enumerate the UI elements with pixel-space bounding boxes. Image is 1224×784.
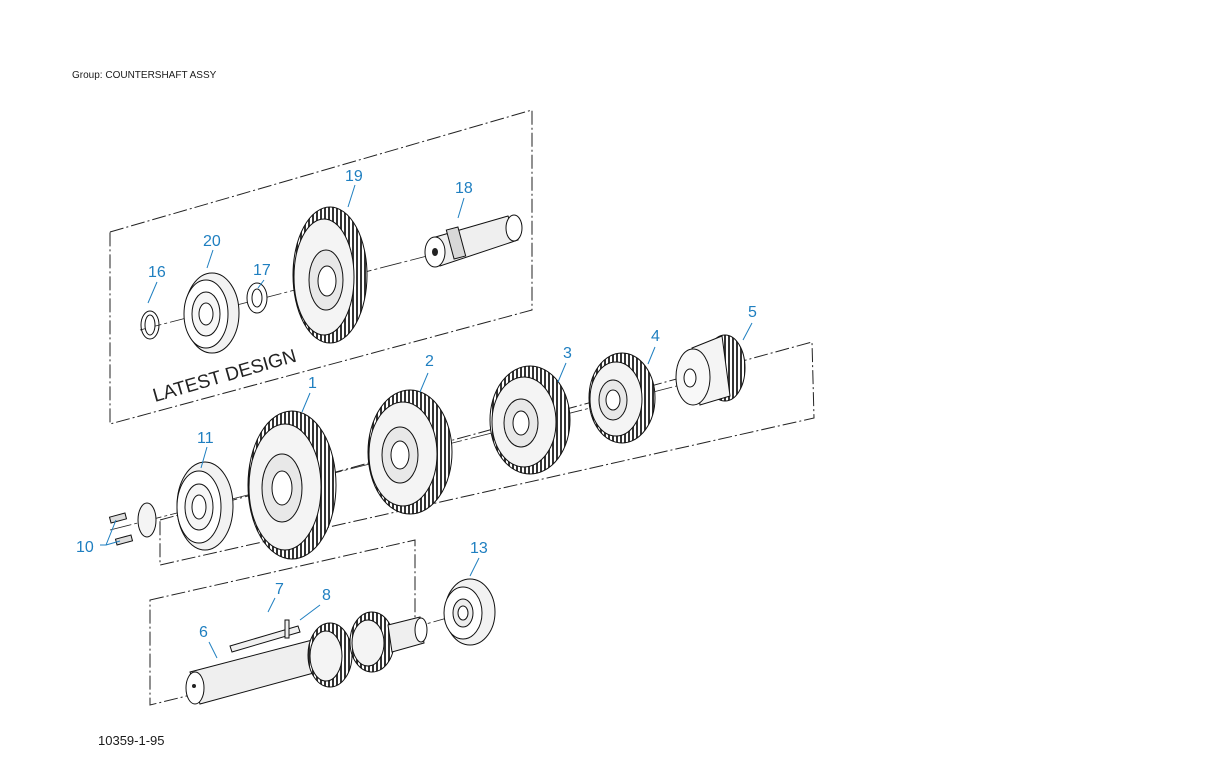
figure-id: 10359-1-95 — [98, 733, 165, 748]
lower-frame — [149, 539, 416, 706]
part-8-pin — [284, 619, 290, 639]
part-16-snap-ring — [140, 310, 160, 340]
callout-17: 17 — [253, 262, 271, 279]
leader-16 — [147, 281, 158, 304]
leader-20 — [206, 249, 214, 269]
part-20-bearing — [183, 272, 240, 354]
part-1-gear — [247, 410, 337, 560]
leader-17 — [257, 279, 265, 289]
leader-1 — [301, 392, 311, 413]
leader-7 — [267, 597, 276, 613]
callout-5: 5 — [748, 304, 757, 321]
leader-10 — [100, 519, 121, 546]
part-13-bearing — [443, 578, 496, 646]
latest-design-label: LATEST DESIGN — [151, 346, 299, 407]
part-10-screws — [108, 502, 157, 546]
callout-7: 7 — [275, 581, 284, 598]
part-18-shaft — [424, 214, 523, 268]
callout-3: 3 — [563, 345, 572, 362]
callout-10: 10 — [76, 539, 94, 556]
part-17-ring — [246, 282, 268, 314]
part-19-gear — [292, 206, 368, 344]
part-6-countershaft — [185, 611, 428, 705]
part-7-key — [229, 625, 301, 653]
part-4-gear — [588, 352, 656, 444]
leader-13 — [469, 557, 480, 577]
callout-2: 2 — [425, 353, 434, 370]
part-3-gear — [489, 365, 571, 475]
leader-18 — [457, 197, 465, 219]
group-title: Group: COUNTERSHAFT ASSY — [72, 70, 217, 81]
callout-11: 11 — [197, 430, 214, 447]
callout-20: 20 — [203, 233, 221, 250]
leader-2 — [419, 372, 429, 393]
part-5-gear — [675, 334, 746, 406]
callout-1: 1 — [308, 375, 317, 392]
leader-8 — [299, 604, 321, 621]
part-11-bearing — [176, 461, 234, 551]
callout-16: 16 — [148, 264, 166, 281]
leader-5 — [742, 322, 753, 341]
callout-19: 19 — [345, 168, 363, 185]
latest-design-frame — [109, 109, 533, 425]
leader-6 — [208, 641, 218, 659]
callout-18: 18 — [455, 180, 473, 197]
leader-19 — [347, 184, 356, 208]
callout-6: 6 — [199, 624, 208, 641]
leader-4 — [647, 346, 656, 365]
part-2-gear — [367, 389, 453, 515]
callout-13: 13 — [470, 540, 488, 557]
callout-4: 4 — [651, 328, 660, 345]
leader-11 — [200, 446, 208, 469]
callout-8: 8 — [322, 587, 331, 604]
leader-3 — [557, 362, 567, 383]
